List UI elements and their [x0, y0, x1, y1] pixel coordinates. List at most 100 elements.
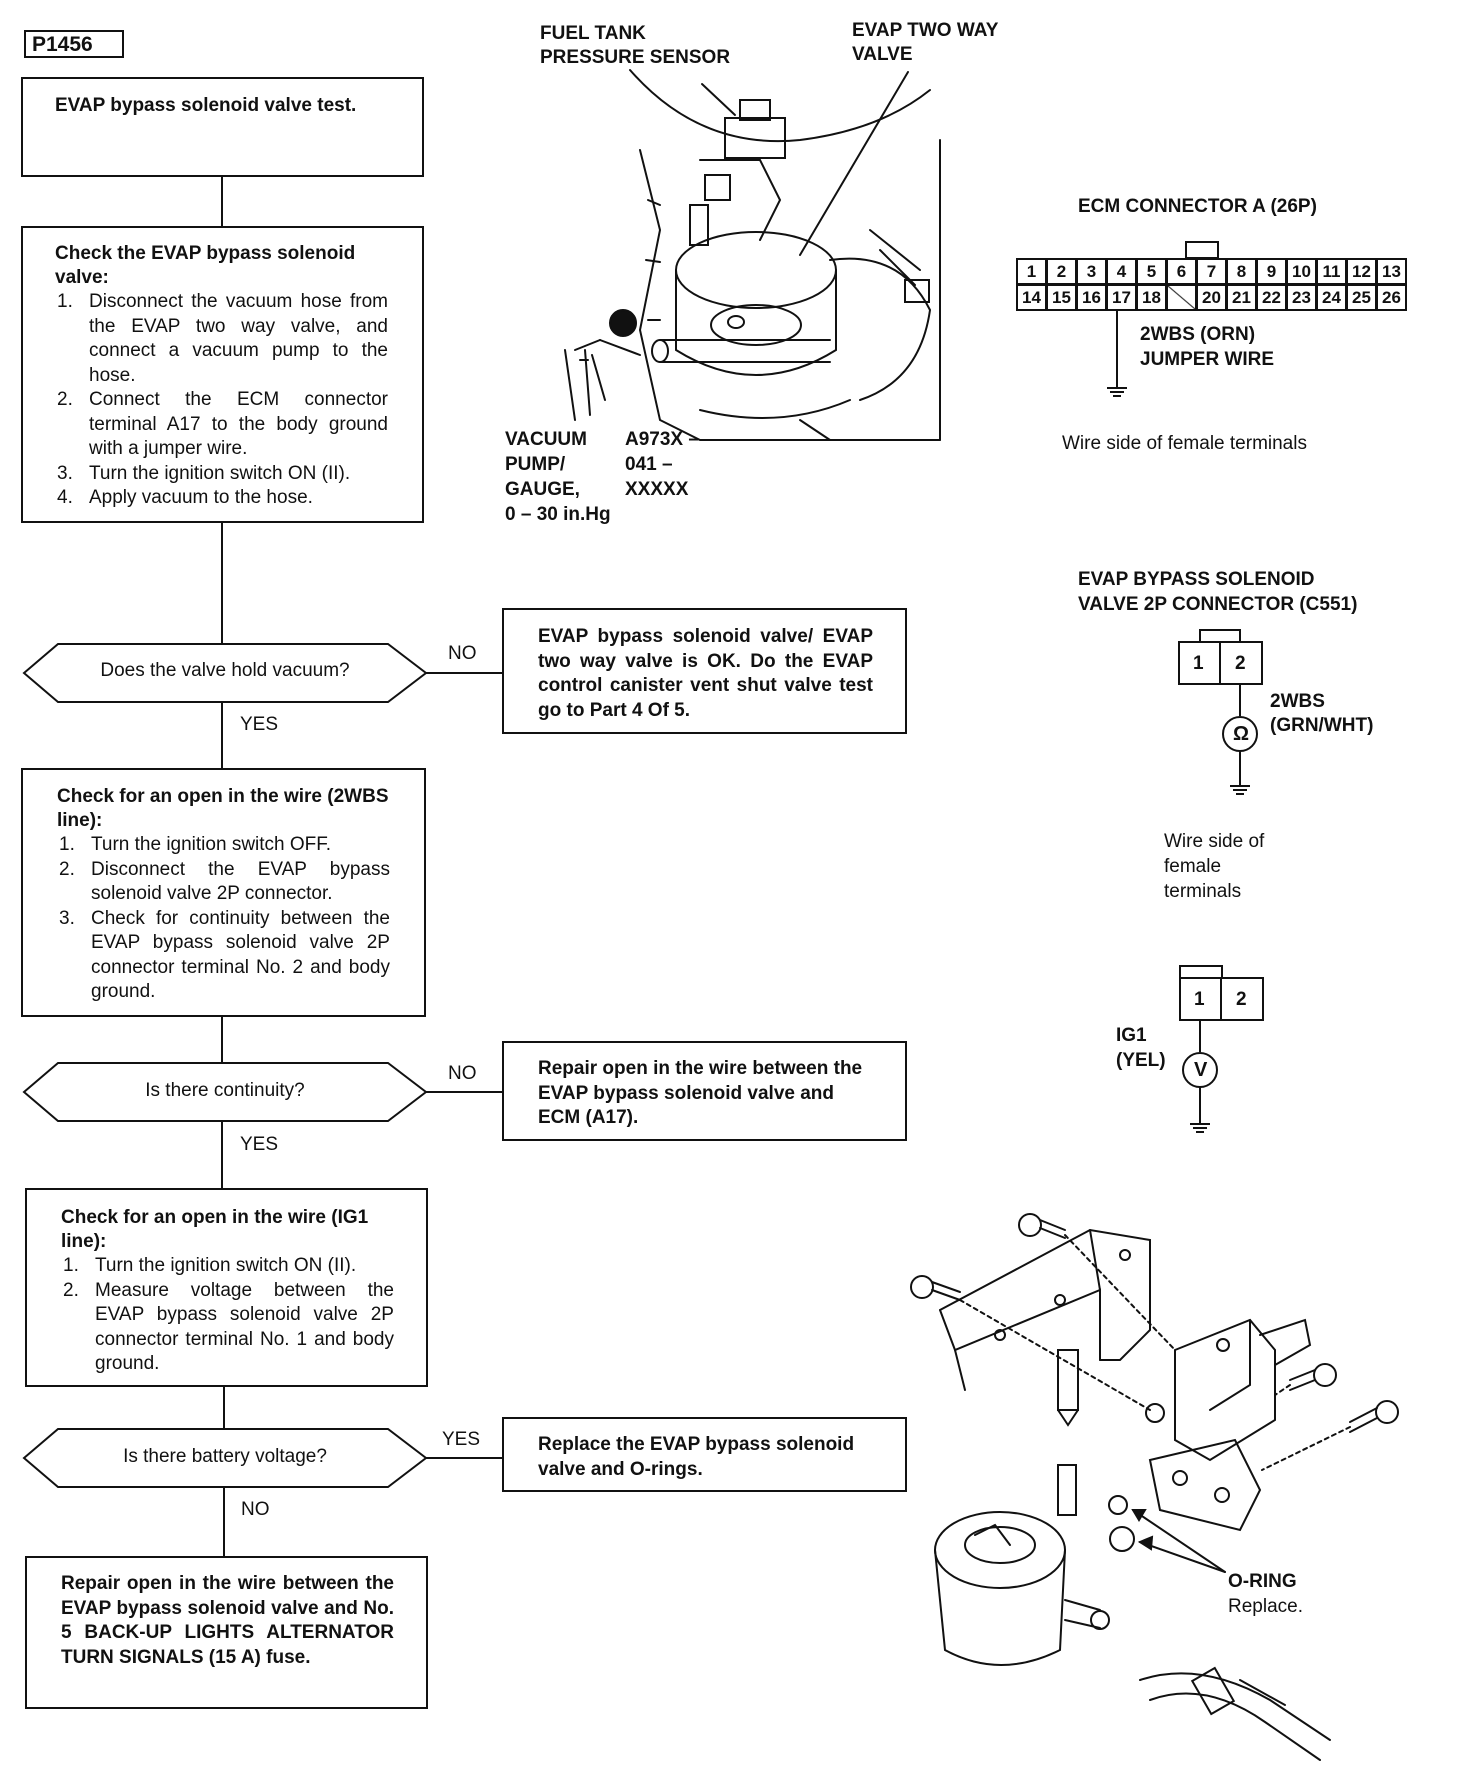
- solenoid-caption-line1: Wire side of: [1164, 831, 1265, 852]
- ecm-pin-blank: [1166, 284, 1197, 311]
- voltage-wire-label-line2: (YEL): [1116, 1050, 1166, 1071]
- ecm-pin: 5: [1136, 258, 1167, 285]
- ecm-pin: 11: [1316, 258, 1347, 285]
- check-ig1-box: Check for an open in the wire (IG1 line)…: [25, 1188, 428, 1387]
- two-way-valve-label-line2: VALVE: [852, 44, 913, 65]
- solenoid-caption-line2: female: [1164, 856, 1222, 877]
- vacuum-pump-label-line2: PUMP/: [505, 454, 566, 475]
- vacuum-pump-label-line3: GAUGE,: [505, 479, 580, 500]
- list-item: 2.Measure voltage between the EVAP bypas…: [63, 1279, 394, 1375]
- check-ig1-steps: 1.Turn the ignition switch ON (II). 2.Me…: [61, 1254, 394, 1377]
- ecm-wire-label-line1: 2WBS (ORN): [1140, 324, 1256, 345]
- check-solenoid-title: Check the EVAP bypass solenoid valve:: [55, 243, 356, 288]
- check-solenoid-steps: 1.Disconnect the vacuum hose from the EV…: [55, 290, 388, 511]
- question-hold-vacuum: Does the valve hold vacuum?: [100, 660, 350, 681]
- ecm-pin: 15: [1046, 284, 1077, 311]
- q1-no-label: NO: [448, 643, 477, 664]
- result-ok-box: EVAP bypass solenoid valve/ EVAP two way…: [502, 608, 907, 734]
- replace-valve-box: Replace the EVAP bypass solenoid valve a…: [502, 1417, 907, 1492]
- ecm-pin: 1: [1016, 258, 1047, 285]
- ecm-pin: 14: [1016, 284, 1047, 311]
- voltage-wire-label-line1: IG1: [1116, 1025, 1147, 1046]
- list-item: 2.Connect the ECM connector terminal A17…: [57, 389, 388, 459]
- ecm-pin: 18: [1136, 284, 1167, 311]
- solenoid-pin-1: 1: [1193, 653, 1204, 674]
- ecm-pin: 23: [1286, 284, 1317, 311]
- ecm-pin: 24: [1316, 284, 1347, 311]
- ecm-pin: 12: [1346, 258, 1377, 285]
- q3-no-label: NO: [241, 1499, 270, 1520]
- vacuum-pump-label-line4: 0 – 30 in.Hg: [505, 504, 611, 525]
- solenoid-wire-label-line2: (GRN/WHT): [1270, 715, 1374, 736]
- code-box: P1456: [24, 30, 124, 58]
- check-2wbs-box: Check for an open in the wire (2WBS line…: [21, 768, 426, 1017]
- solenoid-pin-2: 2: [1235, 653, 1246, 674]
- ecm-connector-title: ECM CONNECTOR A (26P): [1078, 196, 1317, 217]
- list-item: 2.Disconnect the EVAP bypass solenoid va…: [59, 858, 390, 905]
- fuel-tank-sensor-label-line1: FUEL TANK: [540, 23, 646, 44]
- start-box-text: EVAP bypass solenoid valve test.: [55, 95, 357, 116]
- two-way-valve-label-line1: EVAP TWO WAY: [852, 20, 999, 41]
- check-ig1-title: Check for an open in the wire (IG1 line)…: [61, 1207, 369, 1252]
- voltmeter-symbol: V: [1194, 1059, 1208, 1081]
- code-label: P1456: [32, 33, 93, 56]
- ecm-pin: 7: [1196, 258, 1227, 285]
- solenoid-caption-line3: terminals: [1164, 881, 1242, 902]
- vacuum-pump-label-line1: VACUUM: [505, 429, 587, 450]
- q1-yes-label: YES: [240, 714, 279, 735]
- ecm-caption: Wire side of female terminals: [1062, 433, 1307, 454]
- q2-yes-label: YES: [240, 1134, 279, 1155]
- ecm-pin: 16: [1076, 284, 1107, 311]
- tool-number-line3: XXXXX: [625, 479, 689, 500]
- q3-yes-label: YES: [442, 1429, 481, 1450]
- ecm-wire-label-line2: JUMPER WIRE: [1140, 349, 1275, 370]
- list-item: 4.Apply vacuum to the hose.: [57, 487, 313, 508]
- q2-no-label: NO: [448, 1063, 477, 1084]
- ecm-pin: 26: [1376, 284, 1407, 311]
- ecm-pin: 10: [1286, 258, 1317, 285]
- ecm-pin: 21: [1226, 284, 1257, 311]
- oring-note: Replace.: [1228, 1596, 1303, 1617]
- ecm-pin: 22: [1256, 284, 1287, 311]
- repair-2wbs-text: Repair open in the wire between the EVAP…: [538, 1058, 863, 1128]
- solenoid-wire-label-line1: 2WBS: [1270, 691, 1325, 712]
- ecm-pin: 2: [1046, 258, 1077, 285]
- voltage-pin-2: 2: [1236, 989, 1247, 1010]
- ecm-pin: 13: [1376, 258, 1407, 285]
- repair-ig1-box: Repair open in the wire between the EVAP…: [25, 1556, 428, 1709]
- question-continuity: Is there continuity?: [145, 1080, 305, 1101]
- repair-2wbs-box: Repair open in the wire between the EVAP…: [502, 1041, 907, 1141]
- list-item: 1.Disconnect the vacuum hose from the EV…: [57, 291, 388, 386]
- replace-valve-text: Replace the EVAP bypass solenoid valve a…: [538, 1434, 855, 1480]
- voltage-pin-1: 1: [1194, 989, 1205, 1010]
- tool-number-line1: A973X –: [625, 429, 699, 450]
- list-item: 3.Turn the ignition switch ON (II).: [57, 462, 351, 484]
- ecm-pin: 25: [1346, 284, 1377, 311]
- ecm-pin: 8: [1226, 258, 1257, 285]
- tool-number-line2: 041 –: [625, 454, 673, 475]
- question-battery-voltage: Is there battery voltage?: [123, 1446, 327, 1467]
- ecm-pin: 6: [1166, 258, 1197, 285]
- check-2wbs-steps: 1.Turn the ignition switch OFF. 2.Discon…: [57, 833, 390, 1005]
- result-ok-text: EVAP bypass solenoid valve/ EVAP two way…: [538, 626, 873, 721]
- list-item: 3.Check for continuity between the EVAP …: [59, 907, 390, 1003]
- ecm-pin: 4: [1106, 258, 1137, 285]
- oring-label: O-RING: [1228, 1571, 1297, 1592]
- list-item: 1.Turn the ignition switch OFF.: [59, 834, 332, 855]
- solenoid-connector-title-line1: EVAP BYPASS SOLENOID: [1078, 569, 1315, 590]
- ohmmeter-symbol: Ω: [1233, 723, 1250, 745]
- fuel-tank-sensor-label-line2: PRESSURE SENSOR: [540, 47, 731, 68]
- solenoid-connector-title-line2: VALVE 2P CONNECTOR (C551): [1078, 594, 1358, 615]
- start-box: EVAP bypass solenoid valve test.: [21, 77, 424, 177]
- check-2wbs-title: Check for an open in the wire (2WBS line…: [57, 786, 389, 831]
- check-solenoid-box: Check the EVAP bypass solenoid valve: 1.…: [21, 226, 424, 523]
- ecm-pin: 3: [1076, 258, 1107, 285]
- ecm-pin: 9: [1256, 258, 1287, 285]
- list-item: 1.Turn the ignition switch ON (II).: [63, 1255, 357, 1276]
- ecm-pin: 17: [1106, 284, 1137, 311]
- ecm-pin: 20: [1196, 284, 1227, 311]
